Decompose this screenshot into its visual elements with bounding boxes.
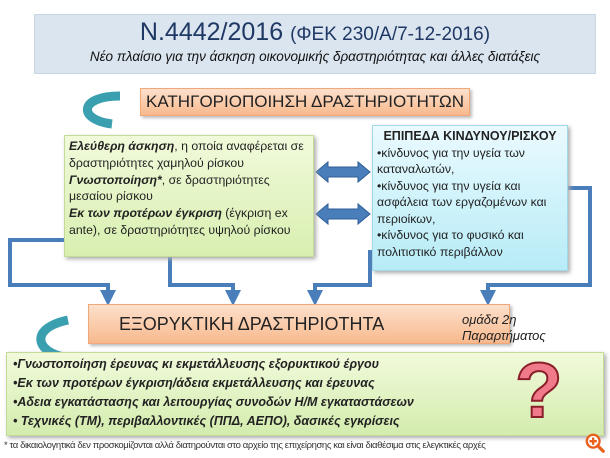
type-approval: Εκ των προτέρων έγκριση (έγκριση ex ante… (69, 206, 291, 237)
permit-item: • Τεχνικές (ΤΜ), περιβαλλοντικές (ΠΠΔ, Α… (13, 414, 400, 428)
footnote: * τα δικαιολογητικά δεν προσκομίζονται α… (4, 440, 486, 451)
arrow-right-down (480, 186, 592, 306)
double-arrow-1 (315, 160, 371, 184)
permit-item: •Γνωστοποίηση έρευνας κι εκμετάλλευσης ε… (13, 357, 380, 371)
arrow-mid-down (168, 255, 241, 306)
risk-item: •κίνδυνος για την υγεία των καταναλωτών, (377, 145, 525, 177)
risk-item: •κίνδυνος για το φυσικό και πολιτιστικό … (377, 228, 524, 259)
gazette-ref: (ΦΕΚ 230/Α/7-12-2016) (290, 24, 491, 45)
title-box: N.4442/2016 (ΦΕΚ 230/Α/7-12-2016) Νέο πλ… (34, 14, 596, 74)
mining-permits-box: •Γνωστοποίηση έρευνας κι εκμετάλλευσης ε… (6, 352, 604, 436)
curved-arrow-top (83, 91, 121, 129)
mining-label: ΕΞΟΡΥΚΤΙΚΗ ΔΡΑΣΤΗΡΙΟΤΗΤΑ (119, 314, 385, 334)
arrow-right-mid-down (307, 250, 372, 306)
law-number: N.4442/2016 (139, 18, 284, 46)
annex-label: Παραρτήματος (462, 328, 546, 343)
risk-levels-box: ΕΠΙΠΕΔΑ ΚΙΝΔΥΝΟΥ/ΡΙΣΚΟΥ •κίνδυνος για τη… (372, 125, 568, 271)
mining-activity-box: ΕΞΟΡΥΚΤΙΚΗ ΔΡΑΣΤΗΡΙΟΤΗΤΑ (88, 304, 510, 344)
permit-item: •Εκ των προτέρων έγκριση/άδεια εκμετάλλε… (13, 376, 375, 390)
group-note: ομάδα 2η Παραρτήματος (462, 312, 546, 344)
activity-types-box: Ελεύθερη άσκηση, η οποία αναφέρεται σε δ… (64, 135, 314, 257)
type-notification: Γνωστοποίηση*, σε δραστηριότητες μεσαίου… (69, 172, 270, 204)
categorization-box: ΚΑΤΗΓΟΡΙΟΠΟΙΗΣΗ ΔΡΑΣΤΗΡΙΟΤΗΤΩΝ (140, 88, 470, 116)
risk-item: •κίνδυνος για την υγεία και ασφάλεια των… (377, 178, 547, 226)
zoom-in-icon[interactable] (584, 432, 606, 454)
arrow-left-down (8, 238, 116, 306)
group-number: ομάδα 2η (462, 312, 517, 327)
type-free: Ελεύθερη άσκηση, η οποία αναφέρεται σε δ… (69, 139, 304, 170)
question-mark-icon: ? (514, 346, 564, 434)
permit-item: •Αδεια εγκατάστασης και λειτουργίας συνο… (13, 395, 414, 409)
subtitle: Νέο πλαίσιο για την άσκηση οικονομικής δ… (89, 49, 541, 64)
double-arrow-2 (315, 202, 371, 226)
risk-title: ΕΠΙΠΕΔΑ ΚΙΝΔΥΝΟΥ/ΡΙΣΚΟΥ (383, 129, 557, 143)
